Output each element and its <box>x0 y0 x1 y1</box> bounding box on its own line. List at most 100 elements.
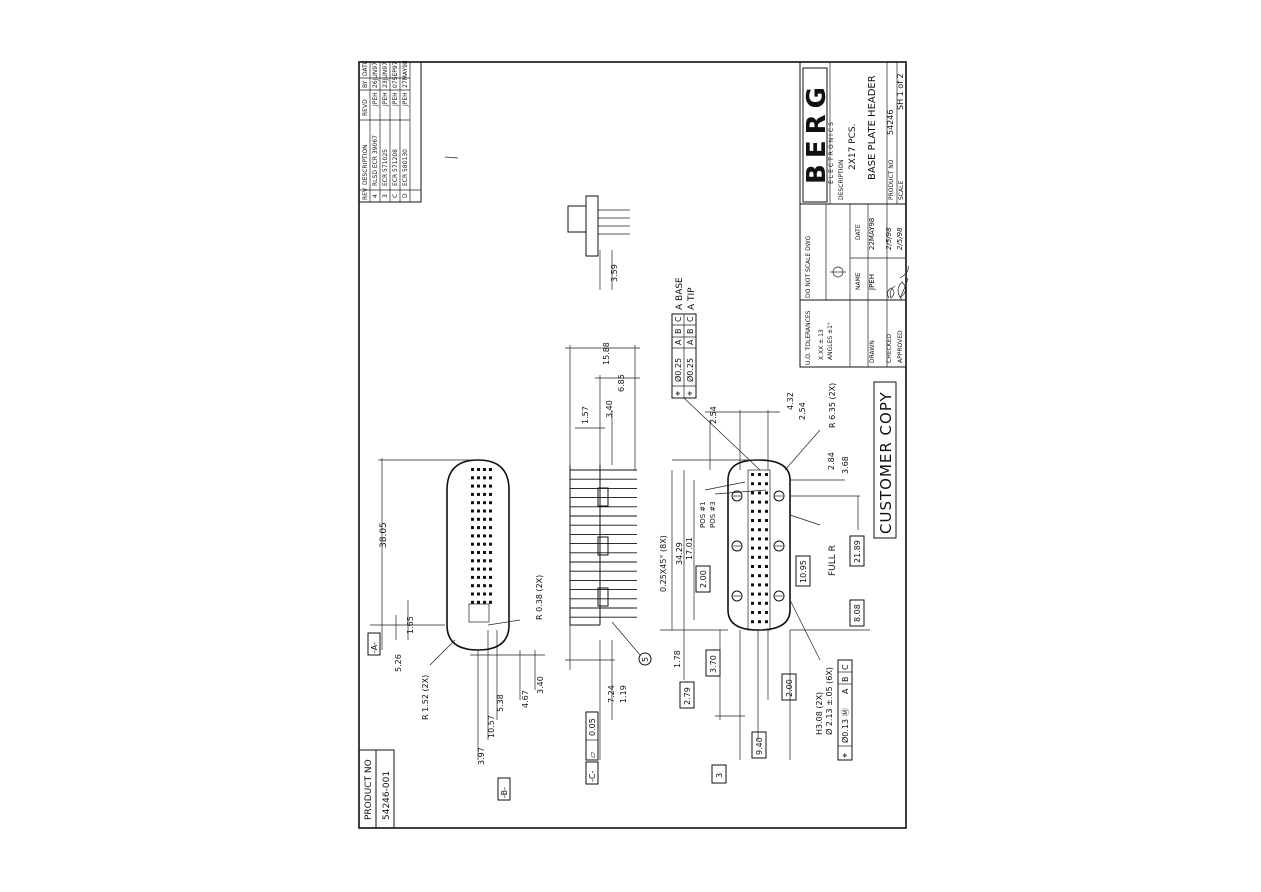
pin <box>489 551 492 554</box>
pin <box>471 567 474 571</box>
pin <box>489 584 492 588</box>
dim-1-65: 1.65 <box>406 616 415 634</box>
pin <box>751 528 754 532</box>
dim-3-70: 3.70 <box>709 655 718 673</box>
pin <box>765 482 768 486</box>
pin <box>765 592 768 596</box>
dim-2-00b: 2.00 <box>785 679 794 697</box>
datum-b: -B- <box>500 787 509 798</box>
pin <box>483 492 486 496</box>
pin <box>489 517 492 521</box>
pin <box>471 534 474 538</box>
datum-a: -A- <box>370 642 379 653</box>
pin <box>471 501 474 505</box>
product-no-value: 54246-001 <box>382 771 392 820</box>
dim-4-67: 4.67 <box>521 690 530 708</box>
dim-2-84: 2.84 <box>827 452 836 470</box>
pin <box>765 601 768 605</box>
dim-9-40-box <box>751 731 767 759</box>
pin <box>489 509 492 513</box>
rev-row-2-rev: 3 <box>382 194 389 198</box>
pin <box>483 534 486 538</box>
title-drawn-date: 22MAY98 <box>868 218 876 250</box>
pin <box>751 482 754 486</box>
fcf-base-a: A <box>674 339 683 345</box>
pin <box>477 592 480 596</box>
rev-header-rev: REV <box>362 187 369 200</box>
dim-15-88: 15.88 <box>602 342 611 365</box>
rev-row-2-by: JPEH <box>382 92 389 107</box>
fcf-base-symbol: ⌖ <box>674 391 684 396</box>
title-drawn-label: DRAWN <box>869 340 876 363</box>
pin <box>758 583 761 587</box>
flatness-value: 0.05 <box>588 718 597 736</box>
title-checked-label: CHECKED <box>886 334 893 363</box>
pin <box>489 526 492 530</box>
dim-2-00a-box <box>695 565 711 593</box>
pin <box>477 509 480 513</box>
fcf-base-tol: Ø0.25 <box>673 358 683 382</box>
flatness-symbol: ⏥ <box>588 751 597 758</box>
pin <box>471 542 474 546</box>
pin <box>483 542 486 546</box>
sheet-border <box>358 61 907 829</box>
rev-row-1-desc: RLSD ECR 39067 <box>372 135 379 186</box>
pin <box>477 484 480 488</box>
rev-row-2-date: 23JUN97 <box>382 62 389 88</box>
dim-3-59: 3.59 <box>610 264 619 282</box>
title-product-label: PRODUCT NO <box>888 159 895 200</box>
pin <box>477 551 480 554</box>
dim-2-79: 2.79 <box>683 687 692 705</box>
rev-header-revd: REVD <box>362 99 369 116</box>
datum-c: -C- <box>588 771 597 782</box>
signature-extra <box>899 265 909 279</box>
dim-2-54b: 2.54 <box>798 402 807 420</box>
pin <box>477 600 480 604</box>
pin <box>751 555 754 559</box>
rev-row-3-desc: ECR 571208 <box>392 149 399 186</box>
pin <box>483 584 486 588</box>
end-view-body <box>567 205 587 233</box>
fcf-tip-c: C <box>686 316 695 322</box>
pin <box>489 492 492 496</box>
fcf-base-c: C <box>674 316 683 322</box>
title-description-line2: BASE PLATE HEADER <box>867 75 878 180</box>
fcf-tip-symbol: ⌖ <box>686 391 696 396</box>
title-tol-2: ANGLES ±1° <box>827 322 834 360</box>
dim-10-95-box <box>795 555 811 587</box>
top-view-outline <box>446 459 510 651</box>
berg-logo-box <box>802 67 828 203</box>
title-tol-1: X.XX ±.13 <box>818 329 825 360</box>
pin <box>751 491 754 495</box>
fcf-hole-c: C <box>841 664 850 670</box>
signature-approved <box>897 277 909 301</box>
fcf-tip-a: A <box>686 339 695 345</box>
title-drawn-name: JPEH <box>868 274 876 291</box>
fcf-tip-b: B <box>686 329 695 335</box>
dim-5-38: 5.38 <box>496 694 505 712</box>
dim-10-57: 10.57 <box>487 715 496 738</box>
dim-holes-2: Ø 2.13 ±.05 (6X) <box>824 667 834 735</box>
pin <box>758 574 761 578</box>
pin <box>765 537 768 541</box>
pin <box>477 584 480 588</box>
dim-3-68: 3.68 <box>841 456 850 474</box>
product-no-box: PRODUCT NO 54246-001 <box>358 749 395 829</box>
title-checked-date: 2/5/98 <box>885 227 893 250</box>
title-sheet: SH 1 of 2 <box>896 73 905 110</box>
pin <box>471 492 474 496</box>
pin <box>489 534 492 538</box>
pin <box>483 484 486 488</box>
top-view-pin-1-square <box>468 603 490 623</box>
mount-hole-3 <box>731 540 743 552</box>
dim-1-78: 1.78 <box>673 650 682 668</box>
dim-8-08: 8.08 <box>853 604 862 622</box>
pin <box>471 551 474 554</box>
rev-row-4-desc: ECR 580130 <box>402 149 409 186</box>
pin <box>765 574 768 578</box>
dim-21-89-box <box>849 535 865 567</box>
dim-2-54a: 2.54 <box>709 406 718 424</box>
dim-1-57: 1.57 <box>581 406 590 424</box>
stray-mark <box>444 156 459 159</box>
